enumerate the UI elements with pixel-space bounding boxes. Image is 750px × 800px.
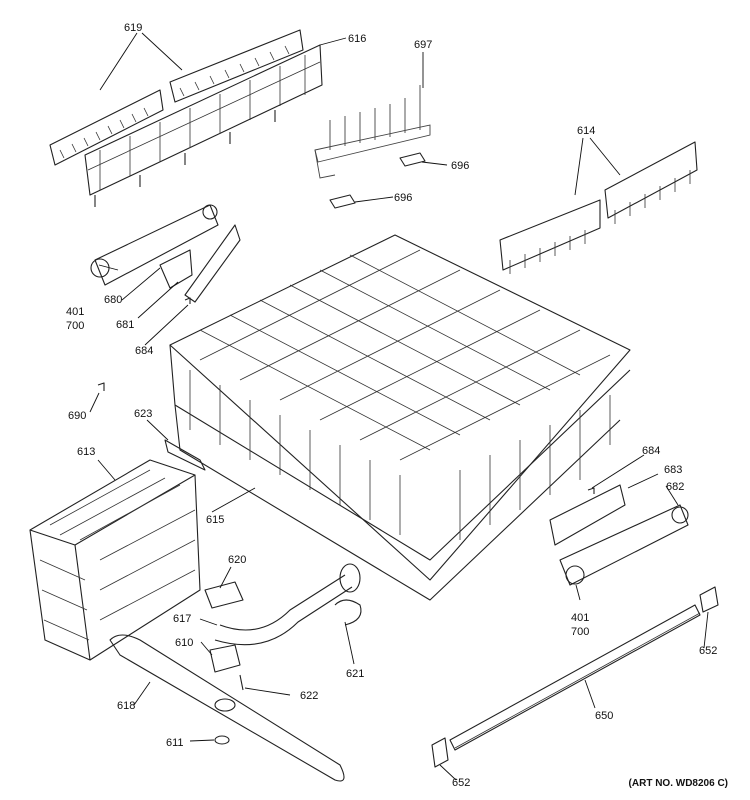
screw-684a bbox=[184, 297, 191, 304]
clip-620 bbox=[204, 581, 244, 609]
silverware-basket-613 bbox=[29, 459, 201, 661]
label-618: 618 bbox=[117, 700, 136, 712]
label-621: 621 bbox=[346, 668, 365, 680]
label-613: 613 bbox=[77, 446, 96, 458]
label-697: 697 bbox=[414, 39, 433, 51]
bracket-623 bbox=[164, 439, 206, 471]
label-700-right: 700 bbox=[571, 626, 590, 638]
clip-621 bbox=[334, 599, 362, 626]
label-652-right: 652 bbox=[699, 645, 718, 657]
label-623: 623 bbox=[134, 408, 153, 420]
label-619: 619 bbox=[124, 22, 143, 34]
leader-lines bbox=[89, 32, 709, 781]
cup-shelf-619 bbox=[49, 29, 304, 166]
washer-611 bbox=[214, 735, 230, 745]
label-616: 616 bbox=[348, 33, 367, 45]
water-conduit-617 bbox=[214, 563, 361, 646]
label-401-right: 401 bbox=[571, 612, 590, 624]
label-696-bottom: 696 bbox=[394, 192, 413, 204]
label-615: 615 bbox=[206, 514, 225, 526]
label-620: 620 bbox=[228, 554, 247, 566]
label-401-left: 401 bbox=[66, 306, 85, 318]
rail-bracket-682 bbox=[549, 484, 689, 586]
screw-622 bbox=[239, 674, 244, 691]
rail-stop-652b bbox=[431, 737, 449, 768]
shelf-rack-616 bbox=[84, 44, 323, 207]
label-622: 622 bbox=[300, 690, 319, 702]
screw-690 bbox=[97, 382, 105, 391]
label-617: 617 bbox=[173, 613, 192, 625]
art-number: (ART NO. WD8206 C) bbox=[628, 778, 728, 789]
label-683: 683 bbox=[664, 464, 683, 476]
label-690: 690 bbox=[68, 410, 87, 422]
label-650: 650 bbox=[595, 710, 614, 722]
label-684-right: 684 bbox=[642, 445, 661, 457]
label-682: 682 bbox=[666, 481, 685, 493]
label-611: 611 bbox=[166, 737, 184, 749]
label-614: 614 bbox=[577, 125, 596, 137]
label-652-bottom: 652 bbox=[452, 777, 471, 789]
rail-stop-652a bbox=[699, 586, 719, 613]
label-696-top: 696 bbox=[451, 160, 470, 172]
label-610: 610 bbox=[175, 637, 194, 649]
label-681: 681 bbox=[116, 319, 135, 331]
label-680: 680 bbox=[104, 294, 123, 306]
slide-rail-650 bbox=[449, 604, 701, 751]
tine-assembly-697 bbox=[314, 85, 431, 209]
label-684-left: 684 bbox=[135, 345, 154, 357]
spray-arm-618 bbox=[109, 634, 345, 782]
label-700-left: 700 bbox=[66, 320, 85, 332]
rail-bracket-680 bbox=[90, 204, 241, 303]
shelf-614 bbox=[499, 141, 698, 274]
dish-rack-615 bbox=[169, 234, 631, 601]
manifold-610 bbox=[209, 644, 241, 673]
screw-684b bbox=[587, 487, 595, 494]
